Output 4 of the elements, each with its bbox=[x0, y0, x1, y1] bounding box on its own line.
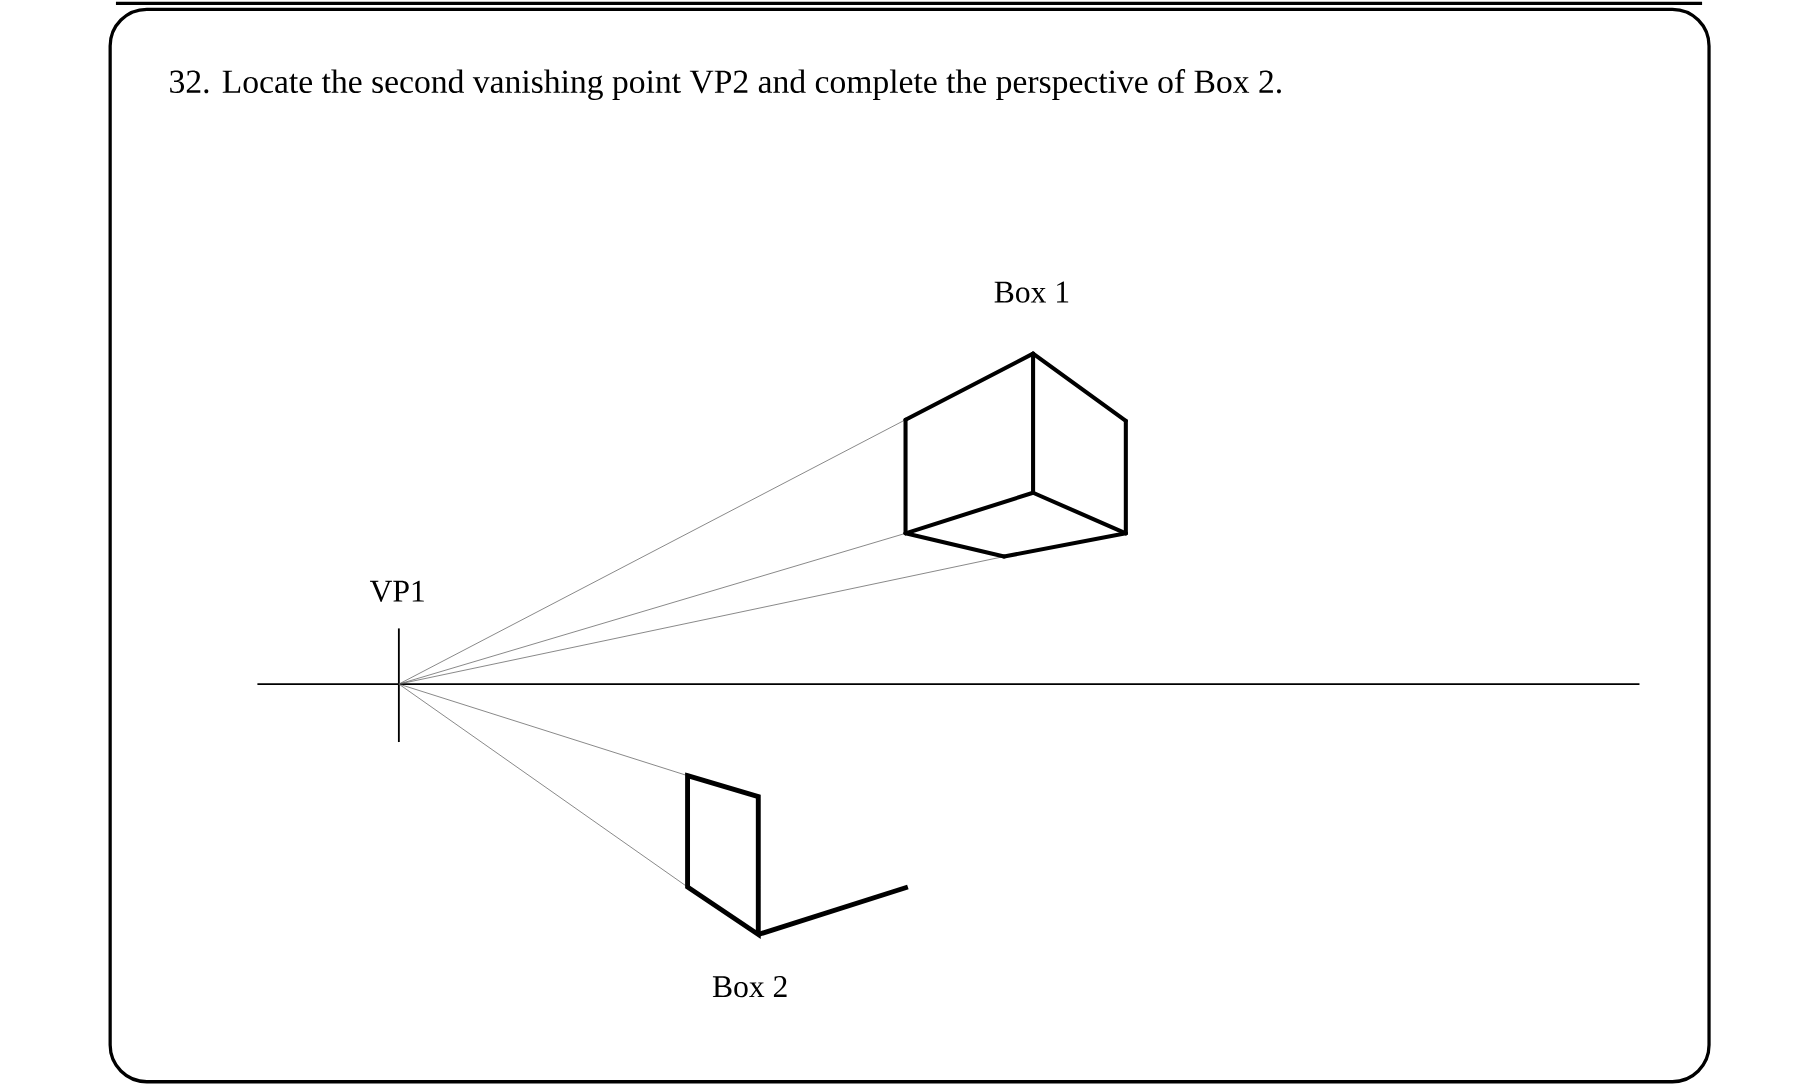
question-text: 32. Locate the second vanishing point VP2 and complete the perspective of Box 2. bbox=[170, 68, 1281, 100]
figure-label: Box 1 bbox=[994, 281, 1069, 303]
figure-label: VP1 bbox=[369, 580, 424, 602]
figure-label: Box 2 bbox=[712, 975, 787, 998]
